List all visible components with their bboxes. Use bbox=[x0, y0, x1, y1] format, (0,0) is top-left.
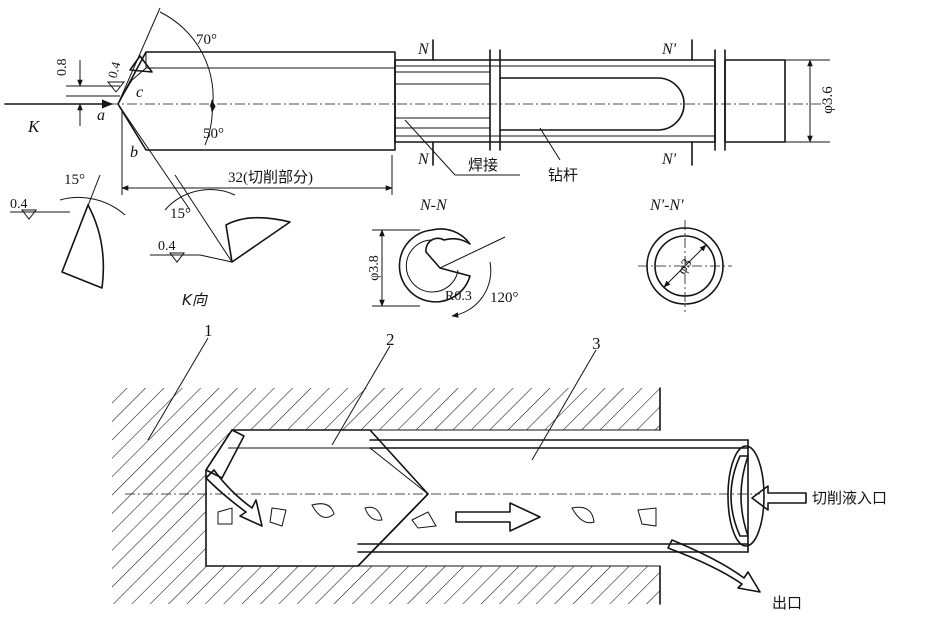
drilling-section bbox=[112, 337, 807, 605]
section-n-prime-bottom-label: N' bbox=[661, 151, 677, 168]
dim-0-8-label: 0.8 bbox=[55, 59, 70, 77]
outlet-label: 出口 bbox=[772, 594, 802, 612]
coolant-inlet-arrow bbox=[751, 485, 807, 511]
coolant-inlet-label: 切削液入口 bbox=[812, 489, 887, 507]
point-c-label: c bbox=[136, 84, 143, 101]
dim-0-4-left-label: 0.4 bbox=[10, 197, 28, 212]
angle-70-label: 70° bbox=[196, 32, 217, 48]
section-n-prime-top-label: N' bbox=[661, 41, 677, 58]
weld-label: 焊接 bbox=[468, 156, 498, 174]
drill-side-view bbox=[4, 7, 830, 211]
radius-label: R0.3 bbox=[445, 289, 472, 304]
section-n-top-label: N bbox=[417, 41, 430, 58]
k-view-detail bbox=[10, 174, 291, 289]
callout-2: 2 bbox=[386, 330, 395, 349]
angle-120-label: 120° bbox=[490, 290, 519, 306]
point-b-label: b bbox=[130, 144, 138, 161]
angle-15-right-label: 15° bbox=[170, 206, 191, 222]
dim-32-label: 32(切削部分) bbox=[228, 169, 313, 186]
dim-0-4-right-label: 0.4 bbox=[158, 239, 176, 254]
callout-3: 3 bbox=[592, 334, 601, 353]
outlet-arrow bbox=[667, 539, 761, 593]
dim-phi-3-label: φ3 bbox=[675, 257, 696, 278]
angle-15-left-label: 15° bbox=[64, 172, 85, 188]
section-n-n-title: N-N bbox=[419, 197, 448, 214]
angle-50-label: 50° bbox=[203, 126, 224, 142]
flow-arrow-1 bbox=[455, 502, 541, 532]
section-n-prime bbox=[638, 220, 732, 312]
section-n-n bbox=[372, 228, 506, 318]
k-view-label: K向 bbox=[182, 291, 209, 309]
flow-arrow-2 bbox=[205, 469, 263, 527]
shank-label: 钻杆 bbox=[548, 166, 578, 184]
dim-0-4-top-label: 0.4 bbox=[105, 60, 124, 80]
dim-phi-3-6-label: φ3.6 bbox=[820, 86, 836, 114]
callout-1: 1 bbox=[204, 321, 213, 340]
section-n-bottom-label: N bbox=[417, 151, 430, 168]
k-label: K bbox=[27, 117, 41, 136]
section-n-prime-title: N'-N' bbox=[649, 197, 684, 214]
dim-phi-3-8-label: φ3.8 bbox=[367, 255, 382, 281]
point-a-label: a bbox=[97, 107, 105, 124]
